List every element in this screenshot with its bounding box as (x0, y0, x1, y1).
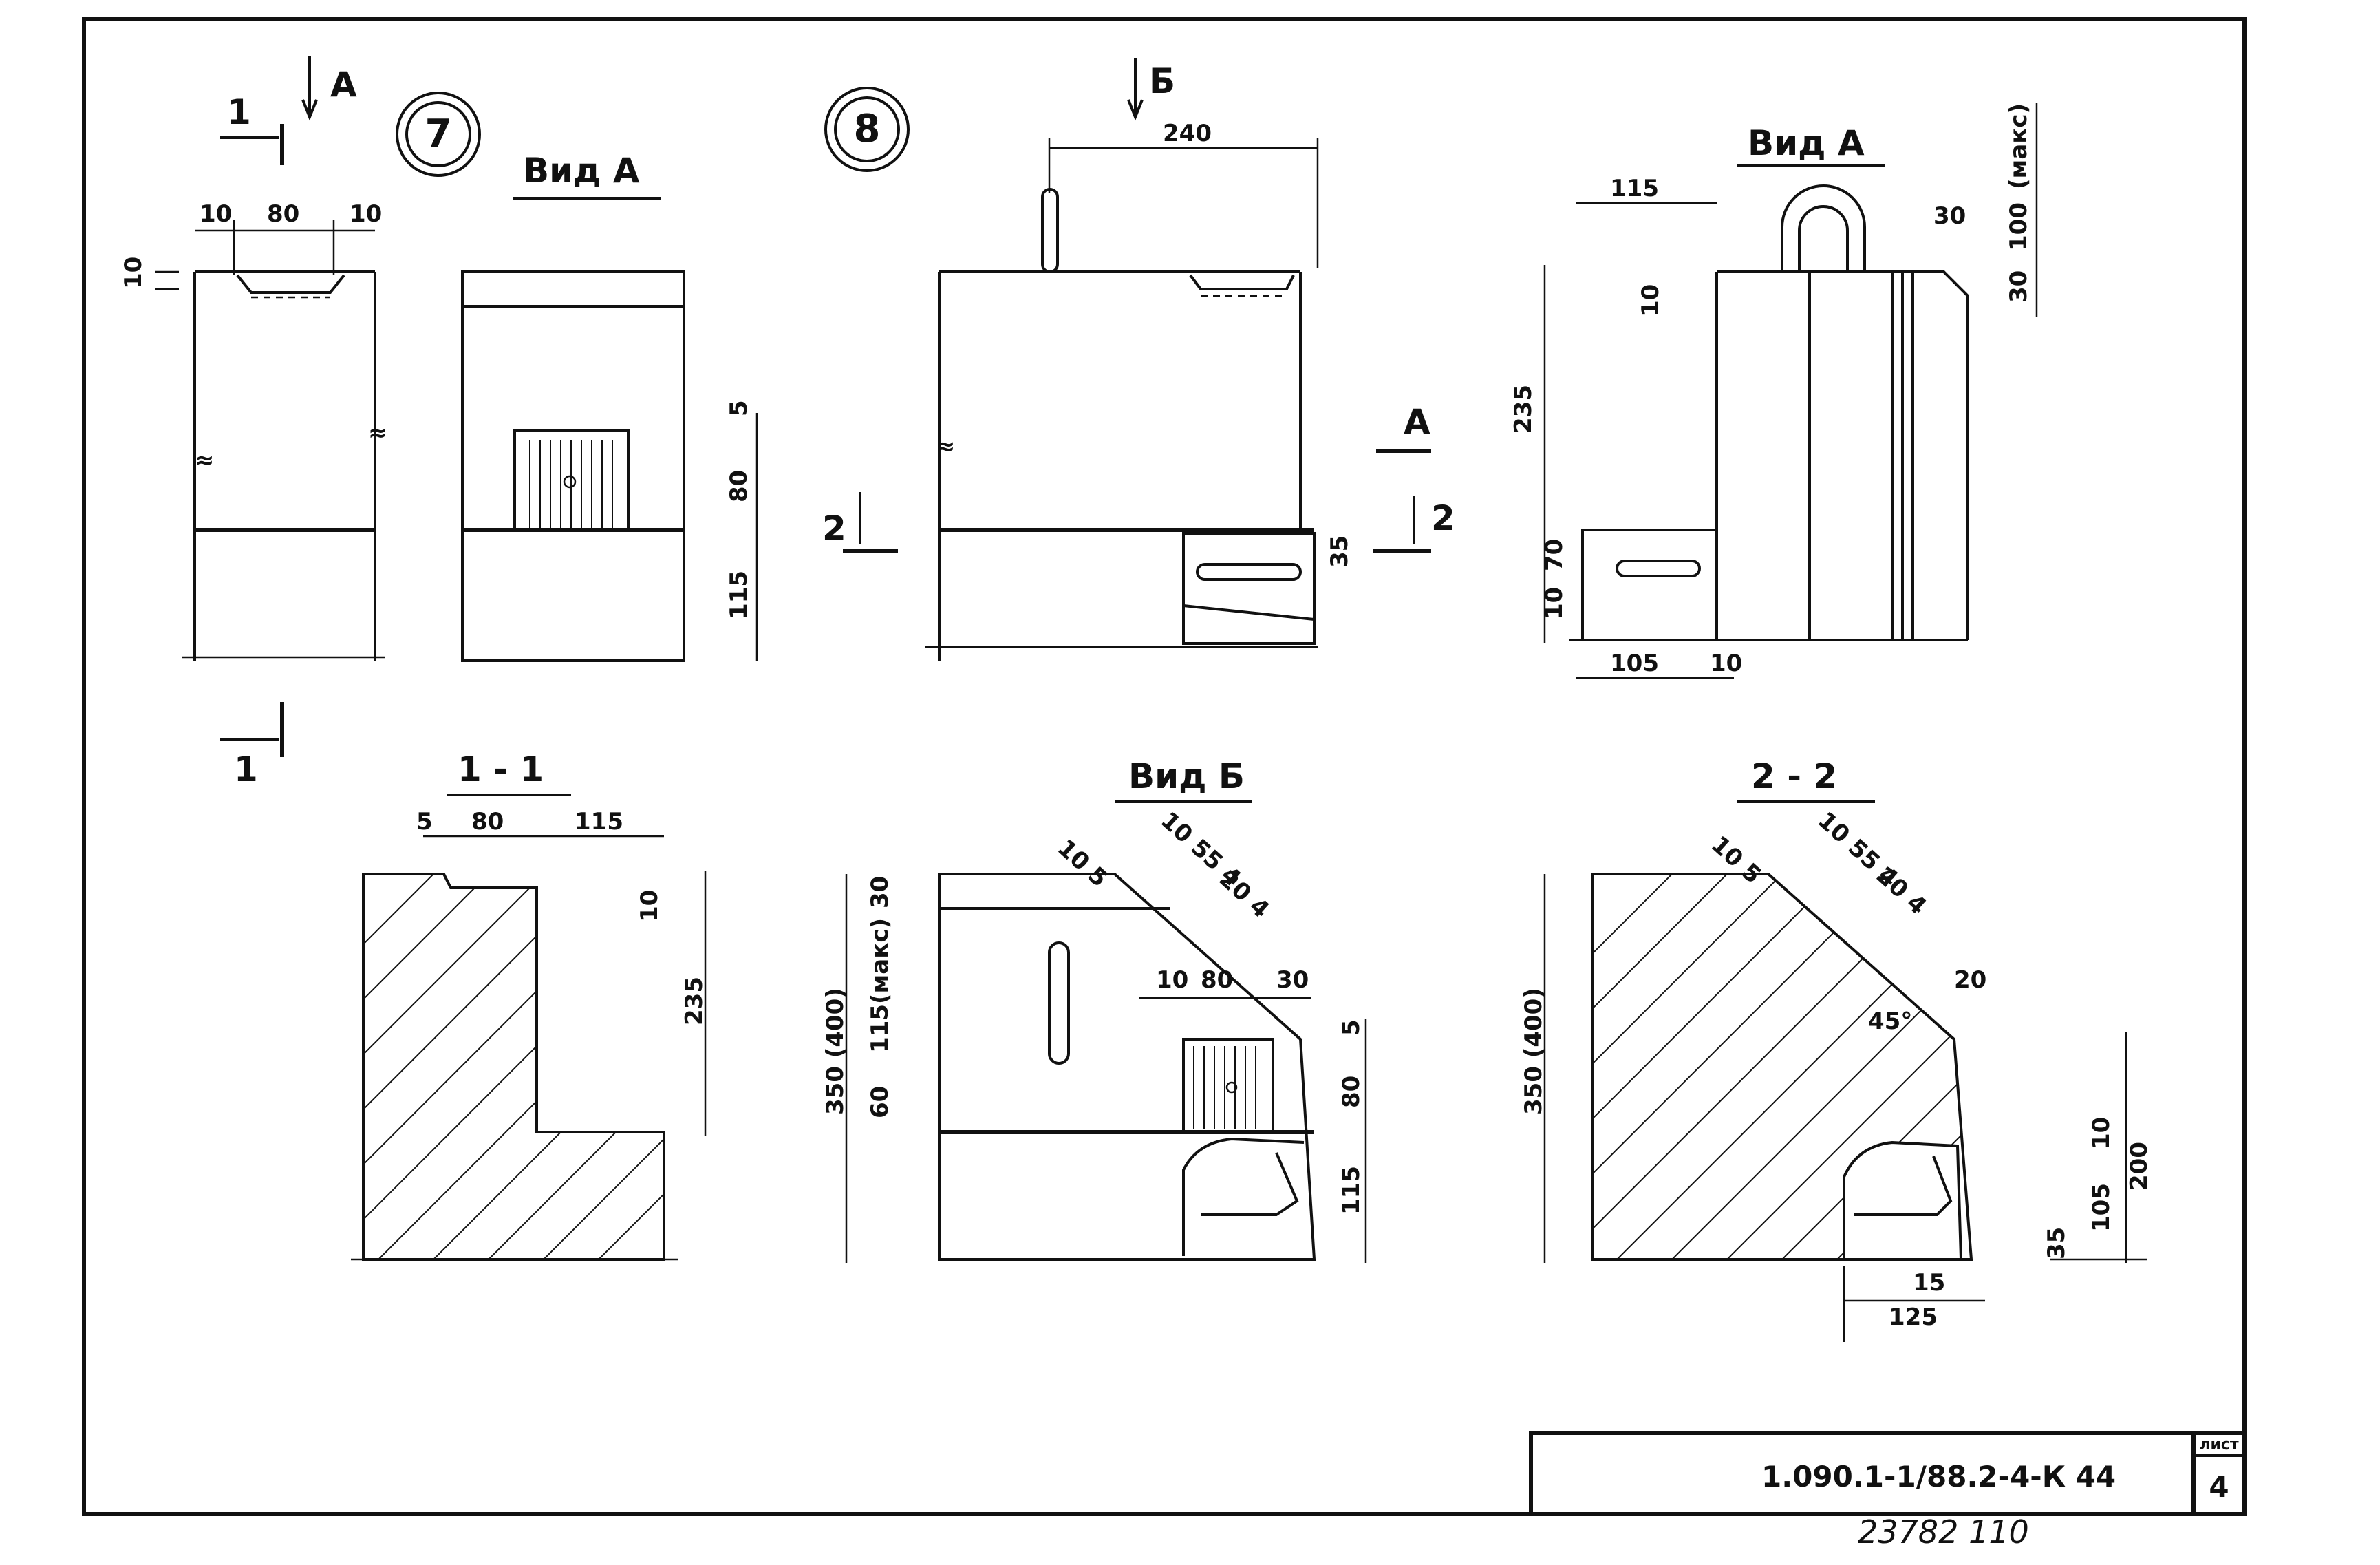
block-7-elevation: 7 ≈ ≈ 10 80 10 10 А 1 1 (120, 56, 481, 789)
dim-30a: 30 (1933, 202, 1966, 230)
grille-8 (1182, 1038, 1274, 1133)
dim-30b: 30 (2005, 270, 2033, 303)
marker-8-inner (834, 96, 900, 162)
vb-dim-30: 30 (866, 876, 894, 908)
dim-105a: 105 (1610, 650, 1659, 677)
mark-2-right: 2 (1431, 498, 1455, 538)
s22-dim-35: 35 (2043, 1227, 2070, 1259)
marker-8-label: 8 (854, 107, 881, 151)
dim-maks-1: (макс) (2005, 103, 2033, 189)
marker-7-label: 7 (425, 111, 452, 156)
dim-10b: 10 (350, 200, 382, 228)
svg-text:≈: ≈ (195, 447, 215, 474)
dim-10e: 10 (1541, 587, 1568, 619)
dim-235a: 235 (1510, 385, 1537, 434)
dim-115b: 115 (1610, 175, 1659, 202)
mark-a-top: А (330, 65, 357, 105)
dim-80a: 80 (267, 200, 299, 228)
s22-dim-125: 125 (1889, 1303, 1938, 1331)
svg-text:≈: ≈ (936, 433, 956, 460)
section-1-1-title: 1 - 1 (458, 749, 544, 789)
lifting-loop (1041, 188, 1059, 273)
vb-dim-115maks: 115(макс) (866, 918, 894, 1053)
dim-10d: 10 (1637, 284, 1664, 317)
dim-70: 70 (1541, 539, 1568, 571)
title-block: лист 4 1.090.1-1/88.2-4-К 44 (1529, 1431, 2247, 1516)
archive-number: 23782 110 (1858, 1513, 2029, 1551)
document-code: 1.090.1-1/88.2-4-К 44 (1761, 1460, 2116, 1493)
vid-b: Вид Б 350 (400) 30 115(макс) 60 10 5 10 … (822, 756, 1367, 1263)
sec-dim-10: 10 (636, 890, 663, 922)
mark-2-left: 2 (822, 509, 846, 549)
dim-10a: 10 (200, 200, 232, 228)
dim-10f: 10 (1710, 650, 1742, 677)
dim-35a: 35 (1326, 535, 1353, 568)
dim-240: 240 (1163, 120, 1212, 147)
dim-80b: 80 (725, 470, 753, 502)
section-2-2-title: 2 - 2 (1751, 756, 1837, 796)
s22-dim-200: 200 (2125, 1142, 2153, 1191)
s22-dim-20: 20 (1954, 966, 1986, 994)
s22-dim-105v: 105 (2088, 1183, 2115, 1232)
marker-7-inner (405, 101, 471, 167)
mark-1-top: 1 (227, 92, 251, 132)
sec-dim-5: 5 (416, 808, 433, 835)
marker-8-outer (824, 87, 910, 172)
vid-b-title: Вид Б (1128, 756, 1245, 796)
sec-dim-115: 115 (575, 808, 623, 835)
section-2-2: 2 - 2 350 (400) 10 5 10 55 4 20 4 20 45°… (1520, 756, 2153, 1342)
vb-dim-80: 80 (1201, 966, 1233, 994)
vb-dim-105: 10 5 (1052, 834, 1113, 893)
sec-dim-235: 235 (680, 977, 708, 1025)
marker-7-outer (396, 92, 481, 177)
sheet-label: лист (2199, 1436, 2239, 1454)
mark-1-bottom: 1 (234, 749, 258, 789)
vid-a-right-title: Вид А (1748, 123, 1865, 163)
s22-dim-10: 10 (2088, 1117, 2115, 1149)
vb-dim-60: 60 (866, 1086, 894, 1118)
vb-dim-5: 5 (1338, 1019, 1365, 1036)
dim-5a: 5 (725, 400, 753, 416)
block-8-elevation: 8 Б 240 ≈ 35 2 А 2 (822, 58, 1455, 661)
vb-dim-30b: 30 (1276, 966, 1309, 994)
dim-100: 100 (2005, 202, 2033, 251)
section-1-1: 1 - 1 5 80 115 10 235 (351, 749, 708, 1261)
sheet-number: 4 (2209, 1470, 2229, 1504)
s22-dim-350: 350 (400) (1520, 988, 1547, 1115)
s22-dim-105: 10 5 (1706, 831, 1766, 889)
grille-7 (513, 429, 630, 531)
drawing-frame (82, 17, 2247, 1516)
mark-a-right: А (1404, 402, 1430, 442)
vid-a-left: Вид А 5 80 115 (461, 151, 758, 662)
svg-text:≈: ≈ (368, 419, 388, 447)
vb-dim-80v: 80 (1338, 1076, 1365, 1108)
vb-dim-350: 350 (400) (822, 988, 849, 1115)
vid-a-right: Вид А 115 10 235 70 10 105 10 30 30 100 … (1510, 103, 2038, 679)
vb-dim-10: 10 (1156, 966, 1188, 994)
dim-115a: 115 (725, 571, 753, 619)
vb-dim-115v: 115 (1338, 1166, 1365, 1215)
mark-b-top: Б (1149, 61, 1175, 101)
dim-10c: 10 (120, 257, 147, 289)
sec-dim-80: 80 (471, 808, 504, 835)
s22-dim-45: 45° (1868, 1008, 1912, 1035)
vid-a-left-title: Вид А (523, 151, 640, 191)
s22-dim-15: 15 (1913, 1269, 1945, 1297)
